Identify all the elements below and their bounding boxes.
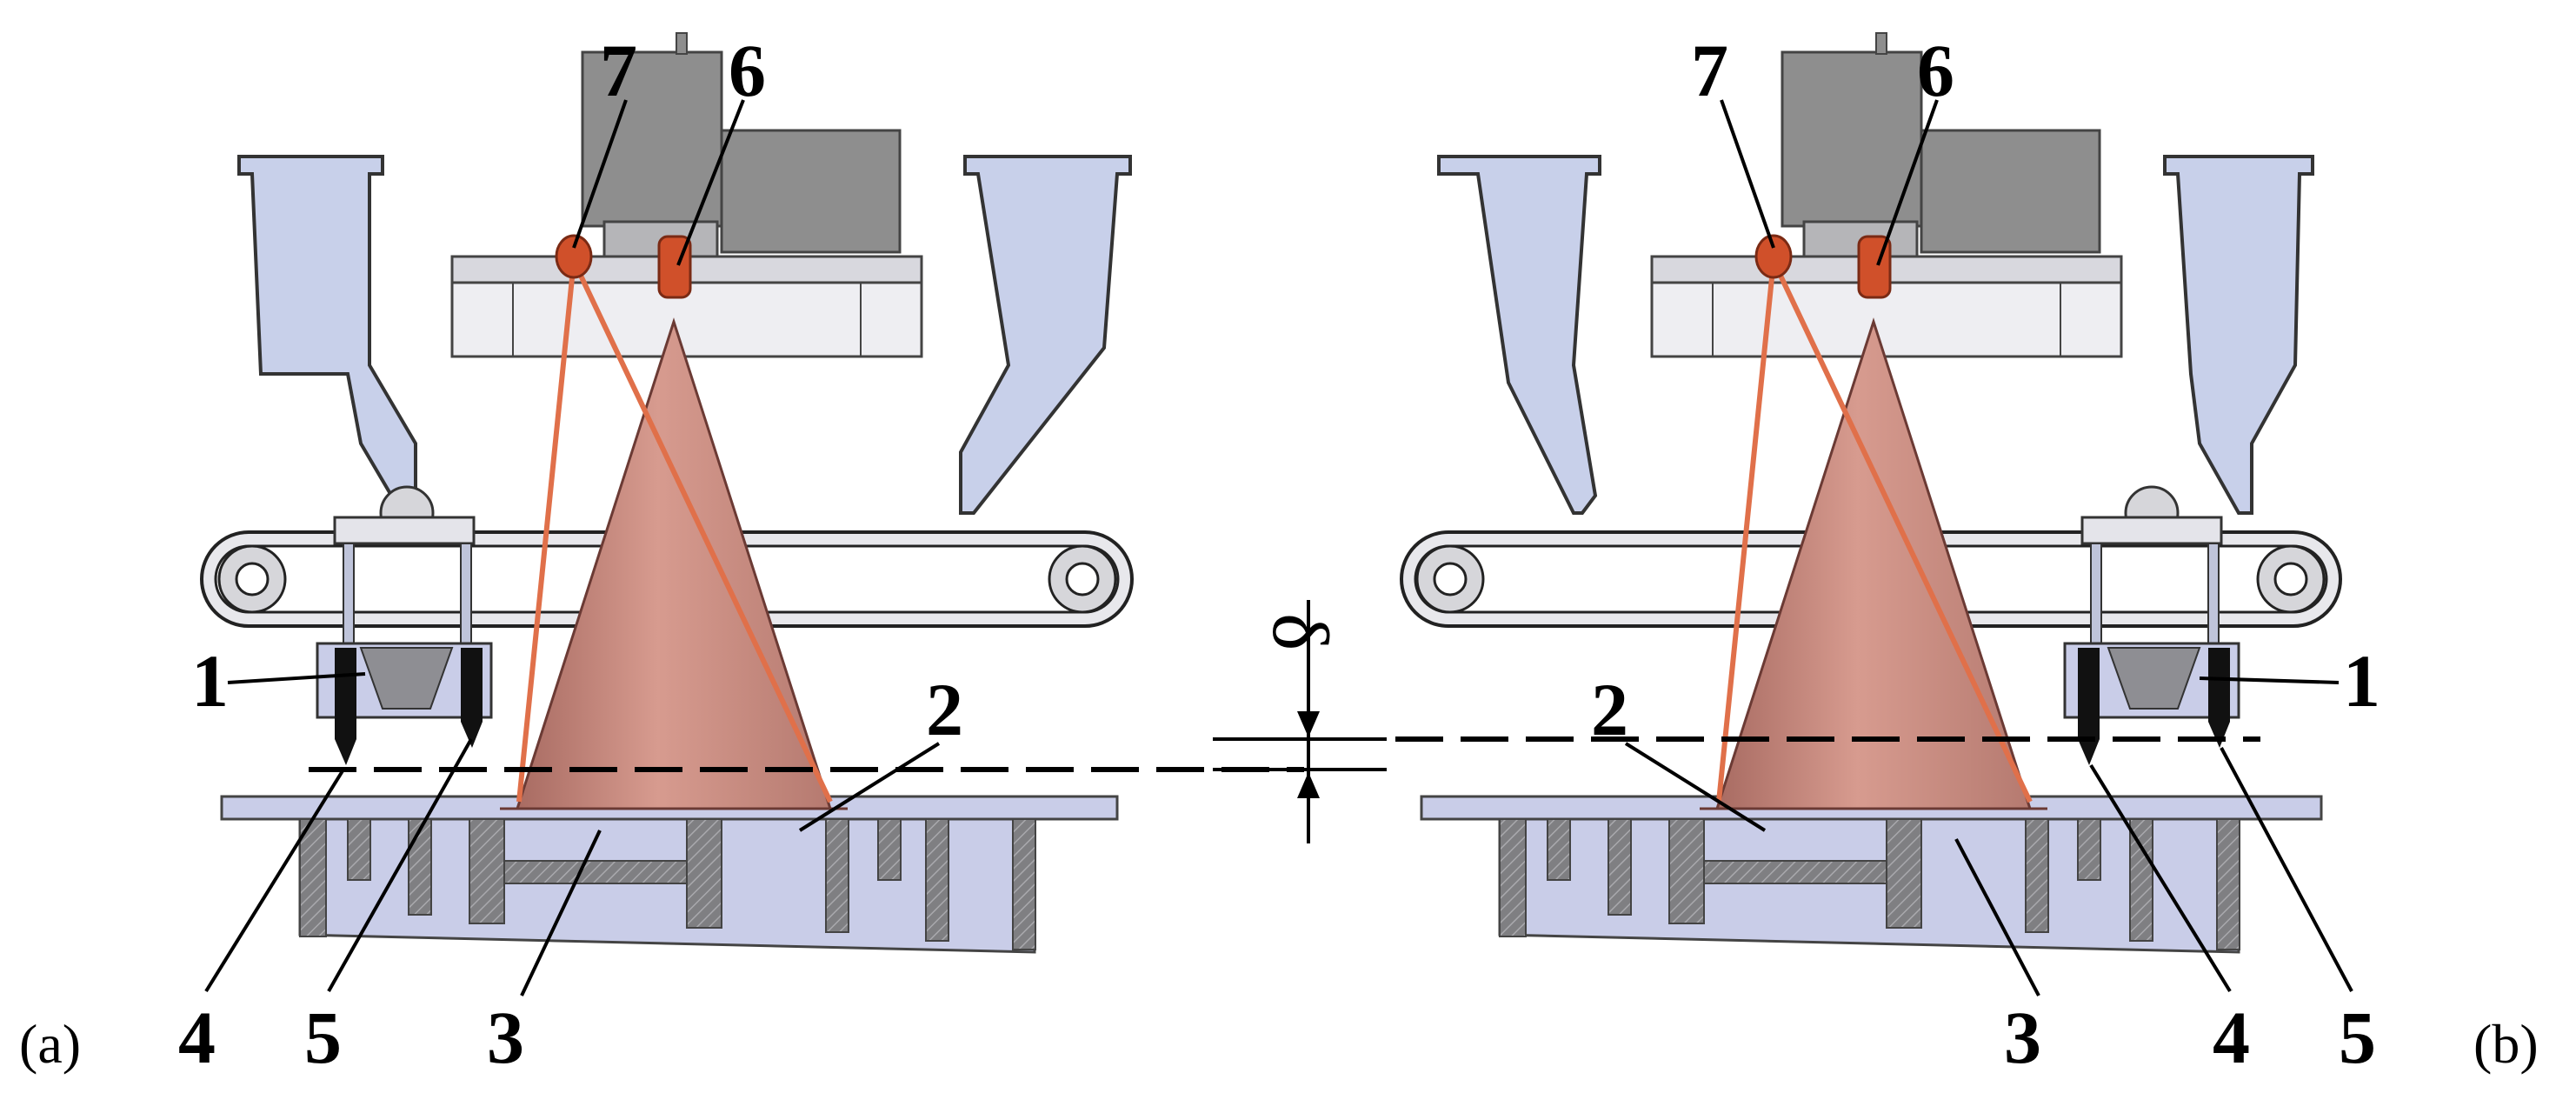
label-2-a: 2 [926, 668, 963, 751]
laser-beams [516, 259, 833, 803]
base-housing-b [1420, 795, 2323, 954]
camera-assembly [450, 32, 923, 358]
hopper-right-b [2163, 155, 2314, 515]
panel-a: 7 6 1 2 3 4 5 (a) [19, 29, 1304, 1079]
sensor-4 [335, 648, 356, 765]
sensor-5-b [2208, 648, 2230, 748]
laser-source-7 [555, 234, 593, 279]
leader-lines-a [204, 99, 941, 996]
panel-label-b: (b) [2473, 1013, 2539, 1075]
label-2-b: 2 [1591, 668, 1628, 751]
cone-object [500, 317, 848, 810]
hopper-left [237, 155, 417, 515]
label-1-a: 1 [191, 639, 229, 723]
label-6-b: 6 [1917, 29, 1954, 112]
label-5-b: 5 [2339, 996, 2376, 1079]
base-housing [220, 795, 1119, 954]
laser-beams-b [1716, 259, 2033, 803]
panel-b: 7 6 1 2 3 4 5 (b) [1395, 29, 2539, 1079]
label-4-a: 4 [178, 996, 216, 1079]
sensor-5 [461, 648, 483, 748]
label-1-b: 1 [2343, 639, 2380, 723]
hopper-left-b [1437, 155, 1601, 515]
hopper-right [959, 155, 1132, 515]
sensor-4-b [2078, 648, 2100, 765]
label-4-b: 4 [2213, 996, 2250, 1079]
cone-object-b [1700, 317, 2047, 810]
label-7-b: 7 [1691, 29, 1728, 112]
panel-label-a: (a) [19, 1013, 81, 1075]
label-3-b: 3 [2004, 996, 2041, 1079]
camera-assembly-b [1650, 32, 2123, 358]
label-7-a: 7 [600, 29, 637, 112]
laser-source-7-b [1754, 234, 1793, 279]
delta-symbol: δ [1256, 613, 1345, 650]
gap-indicator: δ [1213, 600, 1387, 843]
leader-lines-b [1624, 99, 2353, 996]
label-5-a: 5 [304, 996, 342, 1079]
label-6-a: 6 [729, 29, 766, 112]
label-3-a: 3 [487, 996, 524, 1079]
